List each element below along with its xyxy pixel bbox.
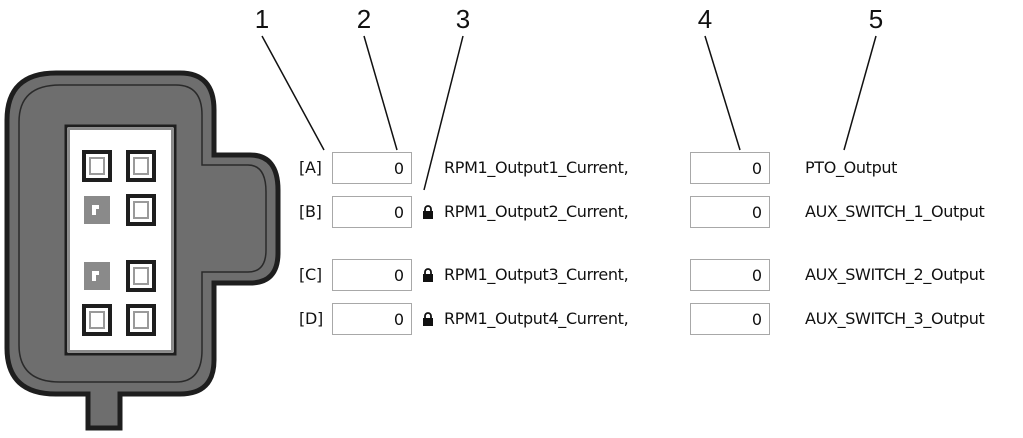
callout-line-4 [704, 35, 741, 151]
pin-row-c: [C] RPM1_Output3_Current, AUX_SWITCH_2_O… [0, 259, 1023, 293]
connector-diagram [4, 70, 281, 431]
current-signal-label: RPM1_Output3_Current, [444, 265, 629, 284]
pin-tag: [C] [299, 265, 322, 284]
pin-row-b: [B] RPM1_Output2_Current, AUX_SWITCH_1_O… [0, 196, 1023, 230]
pin-tag: [A] [299, 158, 322, 177]
lock-icon [423, 268, 433, 282]
pin-row-d: [D] RPM1_Output4_Current, AUX_SWITCH_3_O… [0, 303, 1023, 337]
output-value-field[interactable] [690, 152, 770, 184]
pin-2b-terminal [126, 194, 156, 226]
output-signal-label: AUX_SWITCH_3_Output [805, 309, 985, 328]
current-value-field[interactable] [332, 303, 412, 335]
output-signal-label: PTO_Output [805, 158, 898, 177]
lock-icon [423, 312, 433, 326]
callout-number-3: 3 [455, 4, 471, 34]
pin-2d-terminal [126, 304, 156, 336]
callout-number-2: 2 [356, 4, 372, 34]
output-value-field[interactable] [690, 259, 770, 291]
current-value-field[interactable] [332, 152, 412, 184]
callout-line-2 [363, 35, 398, 151]
output-value-field[interactable] [690, 196, 770, 228]
current-signal-label: RPM1_Output1_Current, [444, 158, 629, 177]
callout-number-4: 4 [697, 4, 713, 34]
output-value-field[interactable] [690, 303, 770, 335]
current-value-field[interactable] [332, 259, 412, 291]
lock-icon [423, 205, 433, 219]
pin-2c-terminal [126, 260, 156, 292]
pin-tag: [D] [299, 309, 323, 328]
pin-tag: [B] [299, 202, 322, 221]
callout-number-1: 1 [254, 4, 270, 34]
current-signal-label: RPM1_Output2_Current, [444, 202, 629, 221]
connector-inner-outline [18, 84, 267, 383]
callout-number-5: 5 [868, 4, 884, 34]
current-value-field[interactable] [332, 196, 412, 228]
callout-line-5 [843, 35, 877, 151]
output-signal-label: AUX_SWITCH_2_Output [805, 265, 985, 284]
pin-1a-terminal [82, 150, 112, 182]
pin-1c-terminal [84, 262, 110, 290]
pin-2a-terminal [126, 150, 156, 182]
pin-1b-terminal [84, 196, 110, 224]
output-signal-label: AUX_SWITCH_1_Output [805, 202, 985, 221]
pin-row-a: [A] RPM1_Output1_Current, PTO_Output [0, 152, 1023, 186]
current-signal-label: RPM1_Output4_Current, [444, 309, 629, 328]
pin-1d-terminal [82, 304, 112, 336]
